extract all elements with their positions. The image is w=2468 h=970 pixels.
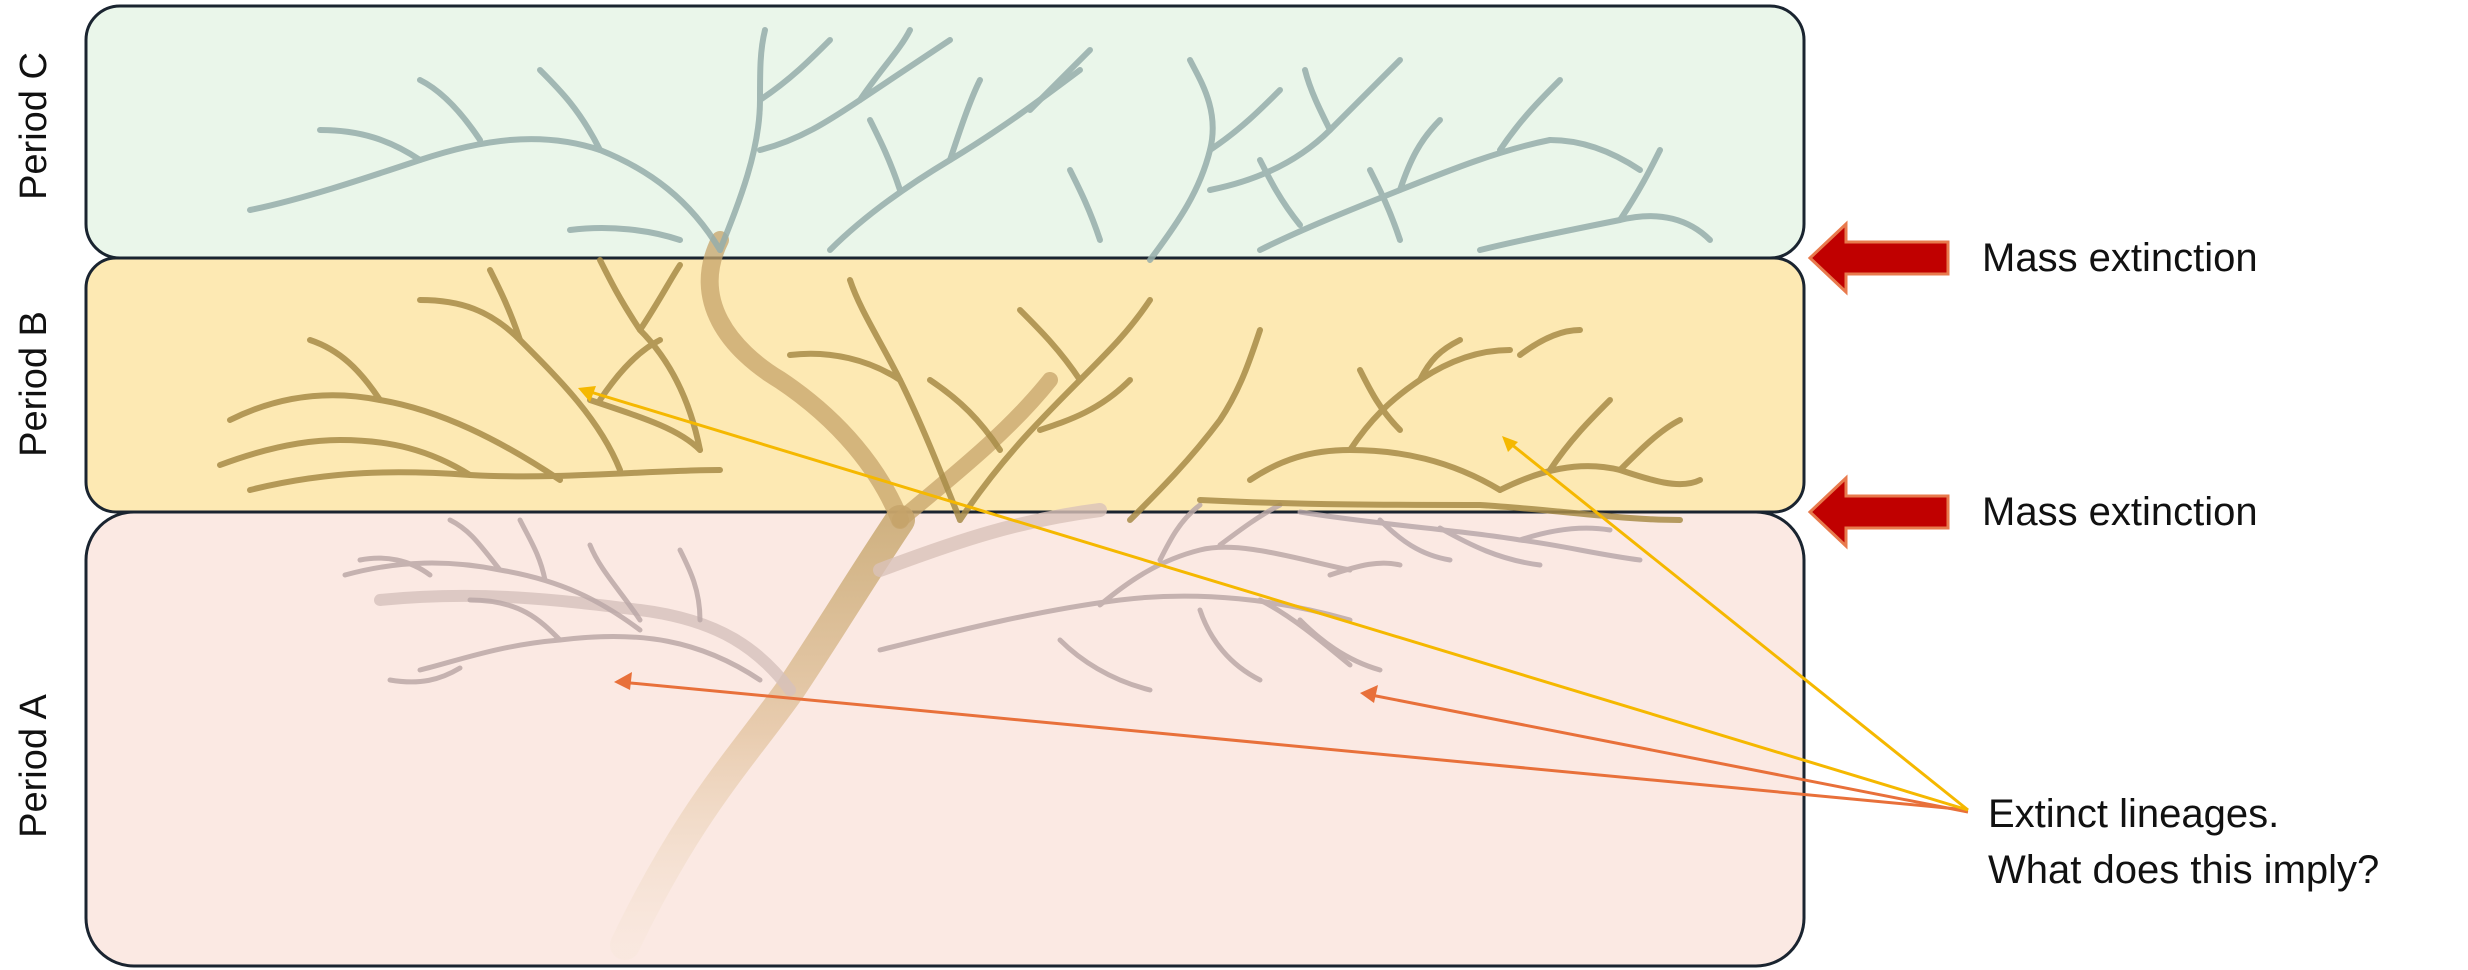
mass-extinction-label-1: Mass extinction bbox=[1982, 232, 2258, 284]
period-b-label: Period B bbox=[12, 264, 56, 504]
extinction-arrow-2 bbox=[1810, 478, 1948, 546]
annotation-line-1: Extinct lineages. bbox=[1988, 788, 2279, 840]
annotation-line-2: What does this imply? bbox=[1988, 844, 2379, 896]
period-c-label: Period C bbox=[12, 6, 56, 246]
period-a-label: Period A bbox=[12, 646, 56, 886]
mass-extinction-label-2: Mass extinction bbox=[1982, 486, 2258, 538]
extinction-arrow-1 bbox=[1810, 224, 1948, 292]
period-a-band bbox=[86, 512, 1804, 966]
